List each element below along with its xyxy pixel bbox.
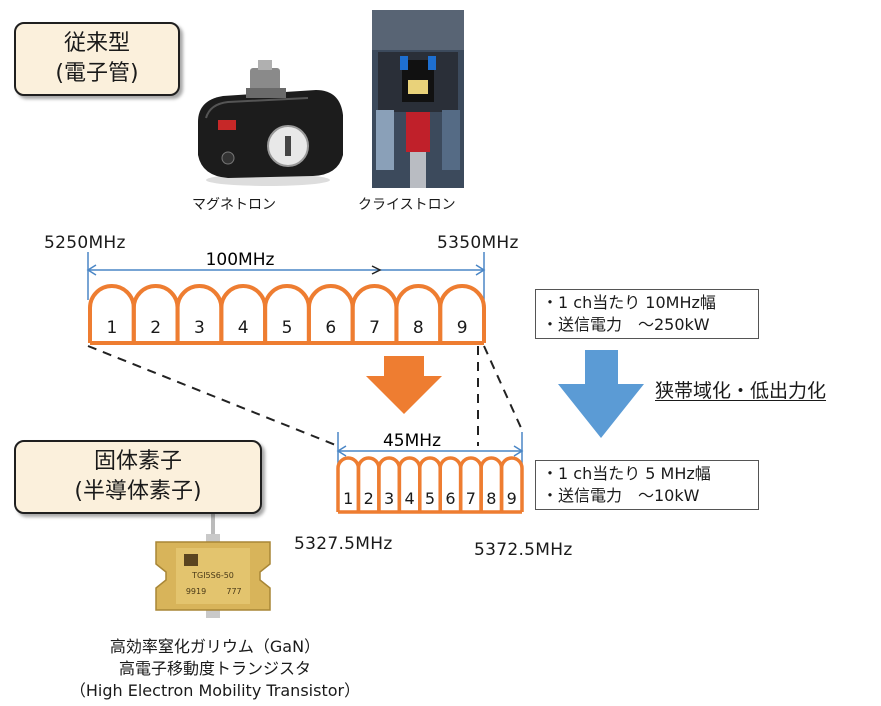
narrow-channel-label-8: 8 [486,489,496,508]
mapping-dash-left [87,345,339,447]
narrow-band-start-frequency: 5327.5MHz [294,534,393,554]
narrow-channel-arch-9 [499,456,524,512]
chip-part-number: TGI5S6-50 [191,571,234,580]
wide-channel-label-5: 5 [282,318,293,338]
narrow-band-end-frequency: 5372.5MHz [474,540,573,560]
narrow-band-info-bandwidth: ・1 ch当たり 5 MHz幅 [542,464,711,483]
wide-band-info-power: ・送信電力 ～250kW [542,315,710,334]
narrow-band-info-box: ・1 ch当たり 5 MHz幅 ・送信電力 ～10kW [535,460,759,510]
wide-channel-label-1: 1 [106,318,117,338]
wide-band-width-label: 100MHz [206,250,275,270]
narrow-channel-label-5: 5 [425,489,435,508]
transistor-description-line2: 高電子移動度トランジスタ [118,659,311,678]
magnetron-caption: マグネトロン [192,197,276,213]
wide-channel-label-3: 3 [194,318,205,338]
wide-channel-label-8: 8 [413,318,424,338]
magnetron-image [198,60,343,186]
conventional-type-sublabel: (電子管) [55,61,139,86]
narrow-band-width-label: 45MHz [383,431,441,451]
narrow-channel-label-4: 4 [404,489,414,508]
solid-state-label: 固体素子 [93,449,182,474]
transistor-description: 高効率窒化ガリウム（GaN） 高電子移動度トランジスタ （High Electr… [0,636,430,702]
narrow-channel-label-7: 7 [466,489,476,508]
narrow-channel-label-9: 9 [507,489,517,508]
wide-channel-arch-9 [438,284,486,343]
conventional-type-box: 従来型 (電子管) [14,22,180,96]
narrow-channel-label-1: 1 [343,489,353,508]
narrow-band-info-power: ・送信電力 ～10kW [542,486,700,505]
orange-down-arrow [366,356,442,414]
klystron-image [372,10,464,188]
wide-band-end-frequency: 5350MHz [437,233,519,253]
wide-band-start-frequency: 5250MHz [44,233,126,253]
transistor-description-line3: （High Electron Mobility Transistor） [69,681,361,700]
wide-channel-label-9: 9 [457,318,468,338]
wide-channel-label-7: 7 [369,318,380,338]
narrow-channel-label-6: 6 [445,489,455,508]
conventional-type-label: 従来型 [63,31,130,56]
wide-channel-label-4: 4 [238,318,249,338]
solid-state-sublabel: (半導体素子) [74,479,202,504]
wide-channel-label-6: 6 [325,318,336,338]
transistor-description-line1: 高効率窒化ガリウム（GaN） [109,637,321,656]
gan-transistor-image: TGI5S6-50 9919 777 [155,534,271,618]
blue-down-arrow [558,350,644,438]
narrow-channel-label-2: 2 [364,489,374,508]
wide-band-info-bandwidth: ・1 ch当たり 10MHz幅 [542,293,716,312]
klystron-caption: クライストロン [358,197,456,213]
narrow-channel-label-3: 3 [384,489,394,508]
chip-lot-code: 9919 [186,587,206,596]
narrowband-low-power-label: 狭帯域化・低出力化 [655,380,827,402]
wide-band-channels: 1 2 3 4 5 6 7 8 9 [88,284,486,345]
mapping-dash-right-diagonal [483,345,523,431]
solid-state-box: 固体素子 (半導体素子) [14,440,262,514]
chip-serial: 777 [226,587,241,596]
wide-band-info-box: ・1 ch当たり 10MHz幅 ・送信電力 ～250kW [535,289,759,339]
wide-channel-label-2: 2 [150,318,161,338]
